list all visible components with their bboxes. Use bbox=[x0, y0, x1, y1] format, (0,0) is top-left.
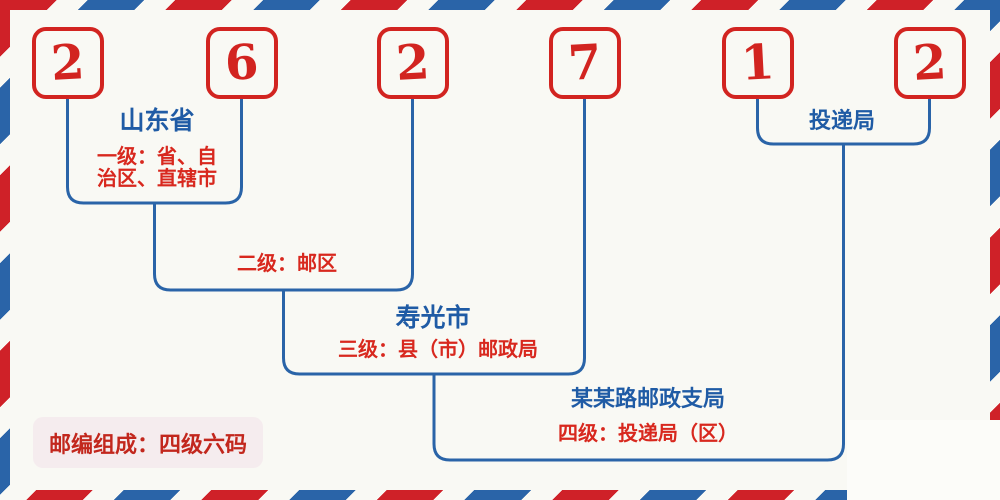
level1-description: 一级：省、自 治区、直辖市 bbox=[72, 145, 242, 189]
digit-box-4: 7 bbox=[549, 27, 621, 99]
level1-description-line1: 一级：省、自 bbox=[97, 144, 217, 168]
digit-3: 2 bbox=[394, 34, 432, 92]
badge-text: 邮编组成：四级六码 bbox=[48, 431, 247, 458]
digit-1: 2 bbox=[49, 34, 87, 92]
digit-box-6: 2 bbox=[894, 27, 966, 99]
delivery-office-label: 投递局 bbox=[808, 108, 875, 134]
level1-description-line2: 治区、直辖市 bbox=[97, 166, 217, 190]
level3-description: 三级：县（市）邮政局 bbox=[338, 337, 538, 361]
digit-box-1: 2 bbox=[32, 27, 104, 99]
level2-description: 二级：邮区 bbox=[237, 251, 337, 275]
province-name: 山东省 bbox=[119, 106, 195, 135]
digit-4: 7 bbox=[566, 34, 604, 92]
level4-description: 四级：投递局（区） bbox=[558, 421, 738, 445]
city-name: 寿光市 bbox=[395, 303, 471, 332]
digit-box-3: 2 bbox=[377, 27, 449, 99]
digit-5: 1 bbox=[739, 34, 777, 92]
postal-code-composition-badge: 邮编组成：四级六码 bbox=[33, 417, 263, 468]
digit-2: 6 bbox=[223, 34, 261, 92]
branch-office-name: 某某路邮政支局 bbox=[570, 386, 725, 412]
digit-box-5: 1 bbox=[722, 27, 794, 99]
digit-6: 2 bbox=[911, 34, 949, 92]
bottom-right-white-patch bbox=[847, 420, 1000, 500]
digit-box-2: 6 bbox=[206, 27, 278, 99]
